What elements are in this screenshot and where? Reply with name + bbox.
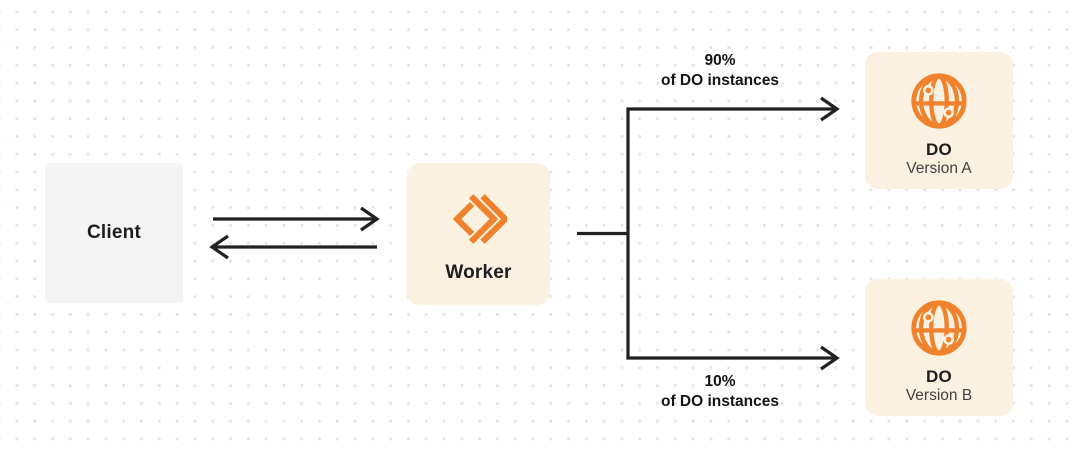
- do-version-b-node: DO Version B: [865, 279, 1013, 416]
- worker-label: Worker: [445, 262, 512, 283]
- client-node: Client: [45, 163, 183, 303]
- do-version-b-subtitle: Version B: [905, 387, 973, 405]
- top-branch-percent: 90%: [704, 52, 736, 69]
- arrowhead-client-to-worker: [360, 206, 380, 232]
- do-version-a-title: DO: [926, 139, 952, 159]
- bottom-branch-label: 10% of DO instances: [600, 372, 840, 412]
- globe-icon: [908, 297, 970, 359]
- bottom-branch-caption: of DO instances: [661, 393, 779, 410]
- top-branch-label: 90% of DO instances: [600, 51, 840, 91]
- globe-icon: [908, 70, 970, 132]
- do-version-a-subtitle: Version A: [906, 160, 972, 178]
- bottom-branch-percent: 10%: [704, 373, 736, 390]
- arrowhead-top-branch: [820, 96, 840, 122]
- top-branch-caption: of DO instances: [661, 72, 779, 89]
- do-version-b-title: DO: [926, 366, 952, 386]
- client-label: Client: [87, 222, 141, 243]
- do-version-a-node: DO Version A: [865, 52, 1013, 189]
- arrowhead-worker-to-client: [209, 234, 229, 260]
- worker-node: Worker: [407, 163, 550, 305]
- workers-chevrons-icon: [451, 190, 507, 248]
- arrowhead-bottom-branch: [820, 345, 840, 371]
